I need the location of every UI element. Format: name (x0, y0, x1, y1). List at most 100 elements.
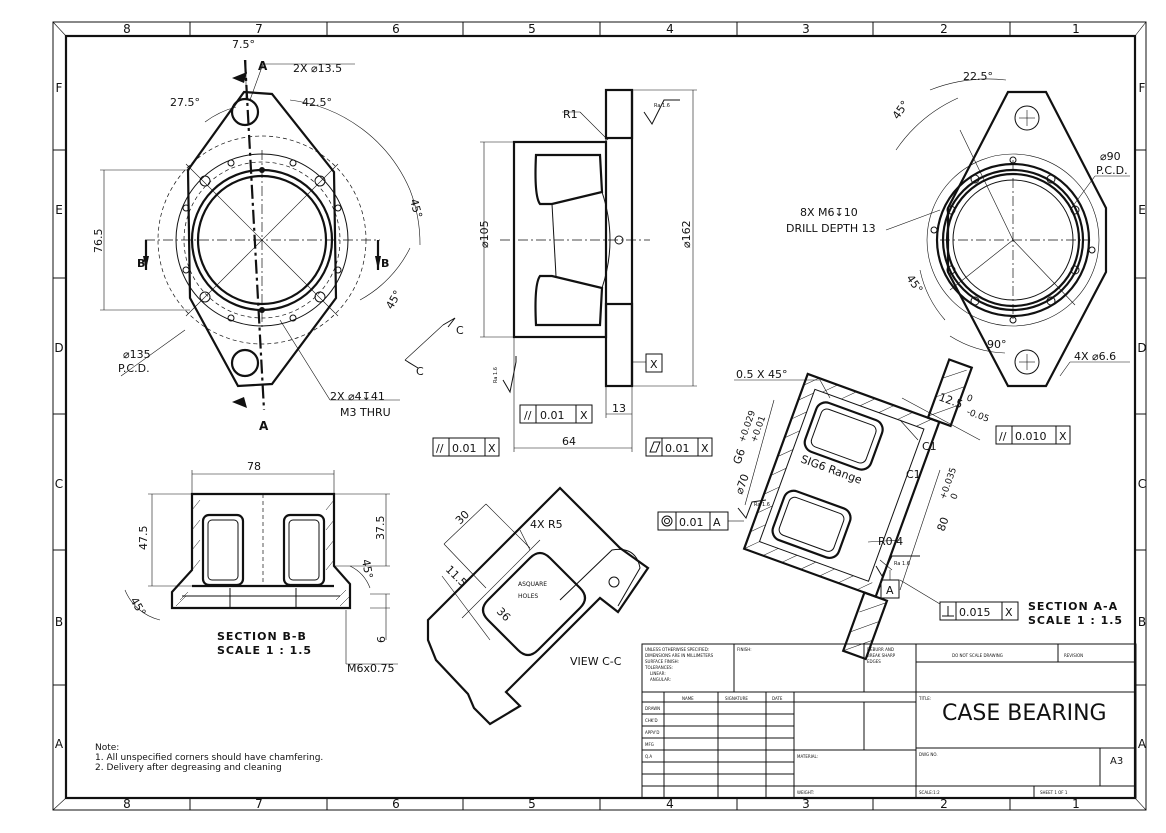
zone-col-7-bottom: 7 (255, 797, 263, 811)
notes-line-1: 1. All unspecified corners should have c… (95, 753, 323, 763)
tb-general-note-1: UNLESS OTHERWISE SPECIFIED: (645, 647, 709, 652)
front-angle-45-upper: 45° (407, 197, 425, 219)
tb-material-label: MATERIAL: (797, 754, 818, 759)
section-a-a: 0.5 X 45° G6 +0.029 +0.01 ⌀70 SIG6 Range… (657, 358, 1123, 661)
zone-row-d-right: D (1137, 341, 1146, 355)
zone-col-4-top: 4 (666, 22, 674, 36)
tb-general-note-6: ANGULAR: (650, 677, 671, 682)
view-c-dim-30: 30 (453, 508, 472, 527)
section-b-width-78: 78 (247, 460, 261, 473)
zone-ticks (53, 22, 1146, 810)
front-tapped-hole-spec: 2X ⌀4↧41 (330, 390, 385, 403)
side-dia-105: ⌀105 (478, 220, 491, 248)
side-dim-13: 13 (612, 402, 626, 415)
section-a-datum-a: A (886, 584, 894, 597)
side-parallel-a-ref: X (580, 409, 588, 422)
zone-row-c-left: C (55, 477, 63, 491)
section-a-roughness-a: Ra 1.6 (894, 561, 910, 567)
rear-angle-22-5: 22.5° (963, 70, 993, 83)
section-a-chamfer: 0.5 X 45° (736, 368, 788, 381)
zone-row-a-left: A (55, 737, 64, 751)
view-c-note-2: HOLES (518, 593, 538, 600)
side-parallel-b-ref: X (488, 442, 496, 455)
section-b-scale: SCALE 1 : 1.5 (217, 644, 312, 657)
front-holes-13-5-note: 2X ⌀13.5 (293, 62, 342, 75)
zone-col-3-bottom: 3 (802, 797, 810, 811)
zone-col-1-bottom: 1 (1072, 797, 1080, 811)
view-c-label: VIEW C-C (570, 655, 622, 668)
rear-view: 22.5° 45° ⌀90 P.C.D. 8X M6↧10 DRILL DEPT… (786, 70, 1130, 388)
concentricity-icon (661, 515, 673, 527)
view-c-dim-11-5: 11.5 (443, 563, 470, 590)
tb-row-mfg: MFG (645, 742, 654, 747)
section-a-scale: SCALE 1 : 1.5 (1028, 614, 1123, 627)
section-a-c1-top: C1 (922, 440, 937, 453)
tb-row-approved: APPV'D (645, 730, 659, 735)
tb-row-qa: Q.A (645, 754, 652, 759)
side-radius-r1: R1 (563, 108, 578, 121)
side-parallel-a-value: 0.01 (540, 409, 565, 422)
notes-line-2: 2. Delivery after degreasing and cleanin… (95, 763, 282, 773)
view-c-c: 30 11.5 36 4X R5 ASQUARE HOLES VIEW C-C (426, 486, 650, 726)
section-b-angle-45-right: 45° (359, 558, 375, 579)
zone-row-e-left: E (55, 203, 63, 217)
tb-do-not-scale: DO NOT SCALE DRAWING (952, 653, 1003, 658)
section-b-title: SECTION B-B (217, 630, 307, 643)
rear-holes-6-6: 4X ⌀6.6 (1074, 350, 1116, 363)
title-block: UNLESS OTHERWISE SPECIFIED: DIMENSIONS A… (641, 643, 1137, 799)
tb-col-name: NAME (682, 696, 694, 701)
tb-general-note-5: LINEAR: (650, 671, 666, 676)
side-parallel-frame-b: // 0.01 X (432, 437, 500, 457)
tb-general-note-4: TOLERANCES: (644, 665, 673, 670)
section-a-parallel-ref: X (1059, 430, 1067, 443)
zone-row-f-left: F (56, 81, 63, 95)
front-section-b-left-label: B (137, 257, 145, 270)
section-a-perpendicular-frame: 0.015 X (939, 601, 1019, 621)
zone-col-7-top: 7 (255, 22, 263, 36)
tb-title-label: TITLE: (918, 696, 931, 701)
zone-col-5-bottom: 5 (528, 797, 536, 811)
tb-row-drawn: DRAWN (645, 706, 660, 711)
rear-angle-90: 90° (987, 338, 1007, 351)
zone-col-6-bottom: 6 (392, 797, 400, 811)
section-b-height-47-5: 47.5 (137, 526, 150, 551)
tb-deburr-1: DEBURR AND (867, 647, 894, 652)
zone-labels: 8 7 6 5 4 3 2 1 8 7 6 5 4 3 2 1 F E D C … (54, 22, 1147, 811)
zone-row-f-right: F (1139, 81, 1146, 95)
section-b-height-37-5: 37.5 (374, 516, 387, 541)
tb-general-note-3: SURFACE FINISH: (645, 659, 679, 664)
section-a-hatch (744, 369, 967, 652)
view-c-dim-36: 36 (494, 605, 513, 624)
section-a-perp-ref: X (1005, 606, 1013, 619)
tb-general-note-2: DIMENSIONS ARE IN MILLIMETERS (645, 653, 714, 658)
view-c-radius: 4X R5 (530, 518, 563, 531)
parallel-icon: // (999, 430, 1007, 443)
zone-row-a-right: A (1138, 737, 1147, 751)
tb-deburr-2: BREAK SHARP (867, 653, 896, 658)
parallel-icon: // (524, 409, 532, 422)
section-b-hatch (175, 499, 351, 607)
section-a-dim-80-lower: 0 (949, 492, 960, 501)
front-pcd-135-label: P.C.D. (118, 362, 150, 375)
section-b-dim-6: 6 (375, 636, 388, 643)
section-a-fit: G6 (731, 447, 749, 466)
tb-revision-label: REVISION (1064, 653, 1083, 658)
parallel-icon: // (436, 442, 444, 455)
notes-heading: Note: (95, 743, 119, 753)
side-dia-162: ⌀162 (680, 220, 693, 248)
view-c-note-1: ASQUARE (518, 581, 547, 588)
front-height-76-5: 76.5 (92, 229, 105, 254)
section-a-roughness-b: Ra 1.6 (754, 502, 770, 508)
zone-col-4-bottom: 4 (666, 797, 674, 811)
side-datum-x: X (650, 358, 658, 371)
zone-row-e-right: E (1138, 203, 1146, 217)
side-parallel-b-value: 0.01 (452, 442, 477, 455)
general-notes: Note: 1. All unspecified corners should … (95, 743, 323, 773)
side-flatness-value: 0.01 (665, 442, 690, 455)
section-a-dim-12-5-lower: -0.05 (965, 407, 990, 424)
section-b-thread: M6x0.75 (347, 662, 395, 675)
front-section-b-right-label: B (381, 257, 389, 270)
section-a-title: SECTION A-A (1028, 600, 1118, 613)
tb-sheet-label: SHEET 1 OF 1 (1040, 790, 1068, 795)
